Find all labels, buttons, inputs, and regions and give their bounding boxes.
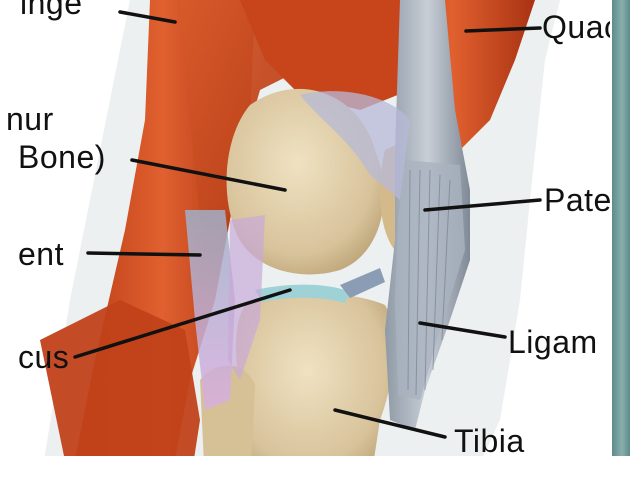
label-patellar-ligament: Ligam bbox=[508, 325, 598, 359]
label-femur-line2: Bone) bbox=[18, 140, 106, 174]
label-meniscus: cus bbox=[18, 340, 69, 374]
label-patella: Pate bbox=[544, 183, 610, 217]
knee-anatomy-drawing bbox=[0, 0, 610, 485]
knee-anatomy-illustration: inge nur Bone) ent cus Quac Pate Ligam T… bbox=[0, 0, 610, 485]
label-tibia: Tibia bbox=[454, 424, 525, 458]
label-ligament-left: ent bbox=[18, 237, 64, 271]
bottom-margin bbox=[0, 456, 630, 485]
label-femur-line1: nur bbox=[6, 102, 54, 136]
label-top-left: inge bbox=[20, 0, 83, 20]
label-quadriceps: Quac bbox=[542, 10, 610, 44]
